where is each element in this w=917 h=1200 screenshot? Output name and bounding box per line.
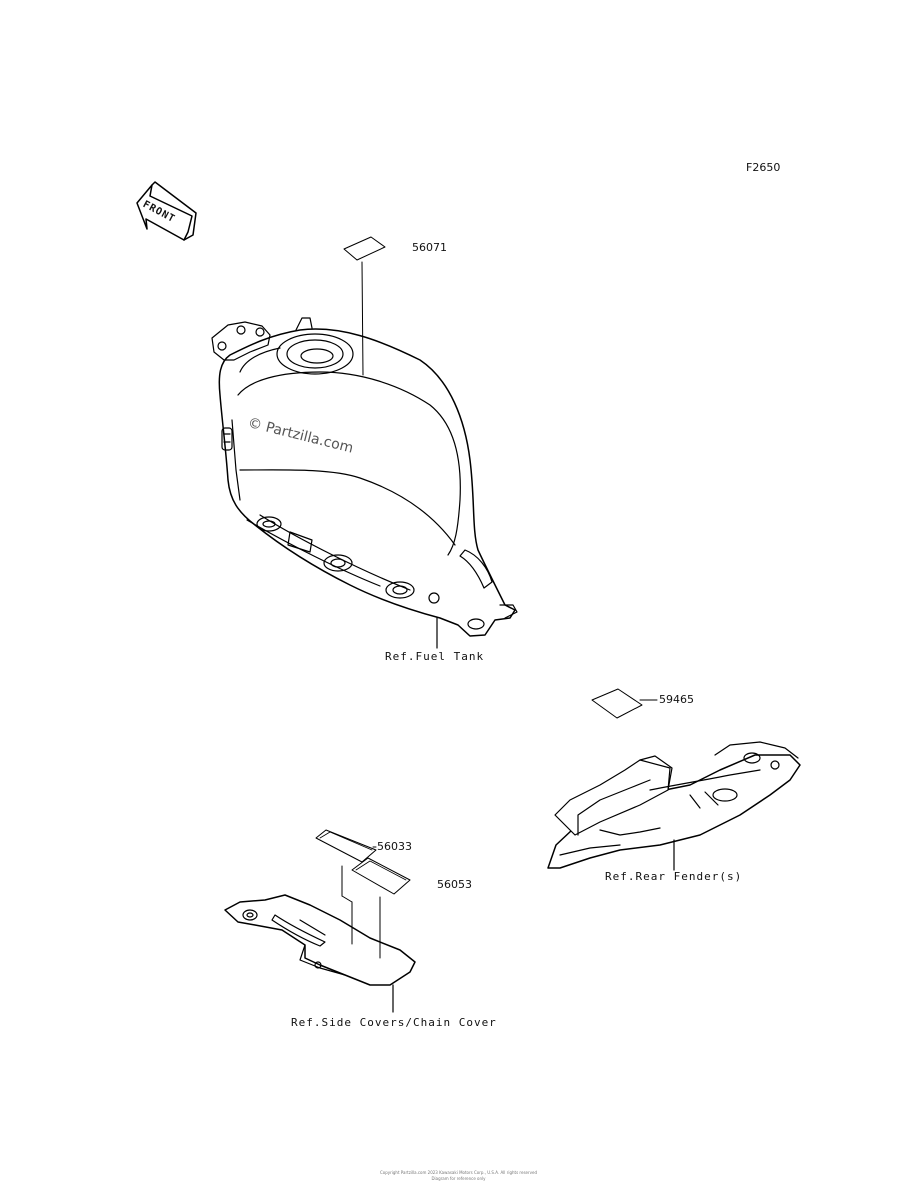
part-number-59465[interactable]: 59465	[659, 693, 694, 706]
chain-cover-drawing	[224, 894, 416, 1013]
label-56053-shape	[351, 857, 411, 959]
ref-side-covers[interactable]: Ref.Side Covers/Chain Cover	[291, 1016, 497, 1029]
figure-code: F2650	[746, 161, 781, 174]
footer-line-1: Copyright Partzilla.com 2023 Kawasaki Mo…	[379, 1170, 538, 1175]
part-number-56033[interactable]: 56033	[377, 840, 412, 853]
label-59465-shape	[591, 688, 658, 719]
part-number-56071[interactable]: 56071	[412, 241, 447, 254]
rear-fender-drawing	[547, 741, 801, 871]
label-56033-shape	[315, 829, 377, 945]
label-56071-shape	[343, 236, 386, 376]
front-arrow-icon	[136, 181, 197, 241]
ref-rear-fender[interactable]: Ref.Rear Fender(s)	[605, 870, 743, 883]
fuel-tank-drawing	[211, 317, 518, 649]
ref-fuel-tank[interactable]: Ref.Fuel Tank	[385, 650, 485, 663]
part-number-56053[interactable]: 56053	[437, 878, 472, 891]
footer-line-2: Diagram for reference only	[431, 1176, 486, 1181]
